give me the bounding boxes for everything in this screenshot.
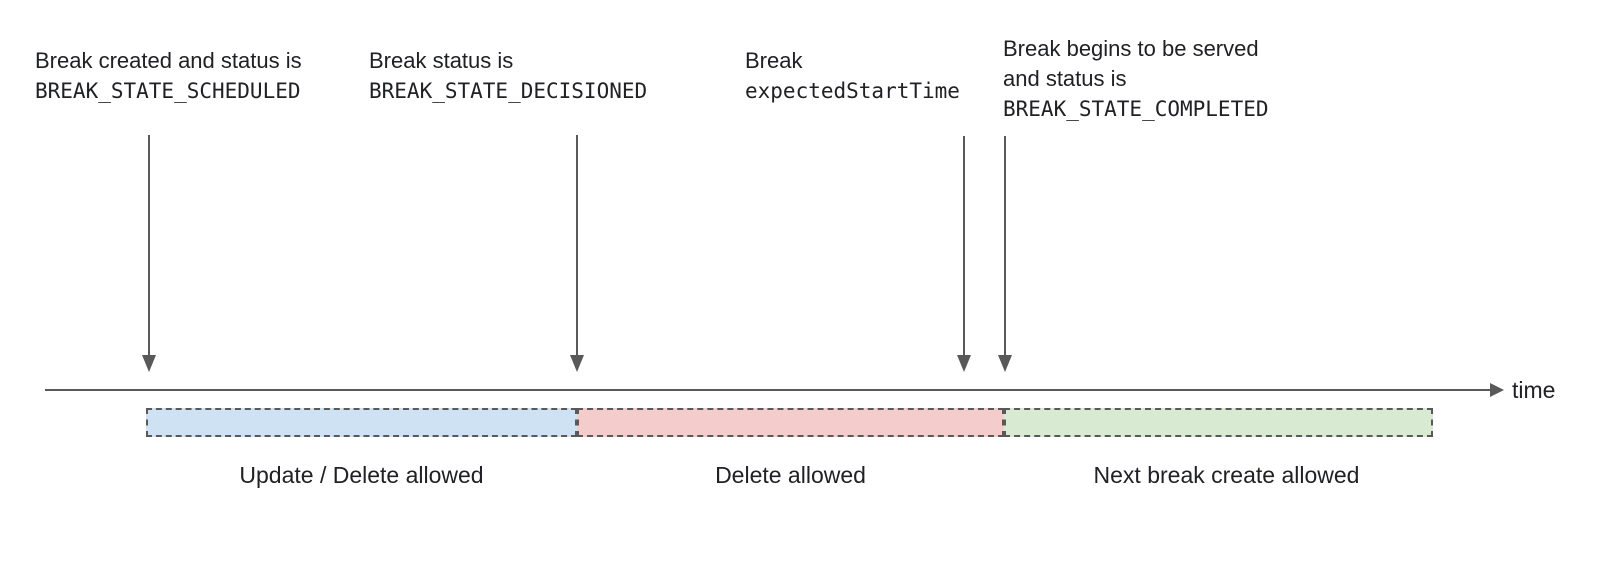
segment-label: Next break create allowed xyxy=(1093,462,1360,488)
time-axis-line xyxy=(45,389,1490,391)
down-arrow-icon xyxy=(998,136,1012,372)
segment-label: Update / Delete allowed xyxy=(239,462,484,488)
annotation-break-decisioned: Break status is BREAK_STATE_DECISIONED xyxy=(369,46,647,106)
annotation-text: Break status is xyxy=(369,48,514,73)
annotation-text: and status is xyxy=(1003,66,1127,91)
down-arrow-icon xyxy=(570,135,584,372)
annotation-code: BREAK_STATE_DECISIONED xyxy=(369,79,648,103)
segment-next-break-create xyxy=(1004,408,1433,437)
segment-label: Delete allowed xyxy=(715,462,866,488)
segment-update-delete-allowed xyxy=(146,408,577,437)
annotation-break-scheduled: Break created and status is BREAK_STATE_… xyxy=(35,46,302,106)
annotation-text: Break xyxy=(745,48,803,73)
annotation-code: BREAK_STATE_SCHEDULED xyxy=(35,79,301,103)
time-axis-label: time xyxy=(1512,377,1556,403)
annotation-text: Break begins to be served xyxy=(1003,36,1259,61)
right-arrow-icon xyxy=(1490,383,1504,397)
annotation-code: expectedStartTime xyxy=(745,79,960,103)
annotation-code: BREAK_STATE_COMPLETED xyxy=(1003,97,1269,121)
annotation-break-completed: Break begins to be served and status is … xyxy=(1003,34,1269,124)
annotation-text: Break created and status is xyxy=(35,48,302,73)
annotation-expected-start-time: Break expectedStartTime xyxy=(745,46,960,106)
down-arrow-icon xyxy=(142,135,156,372)
down-arrow-icon xyxy=(957,136,971,372)
segment-delete-allowed xyxy=(577,408,1004,437)
